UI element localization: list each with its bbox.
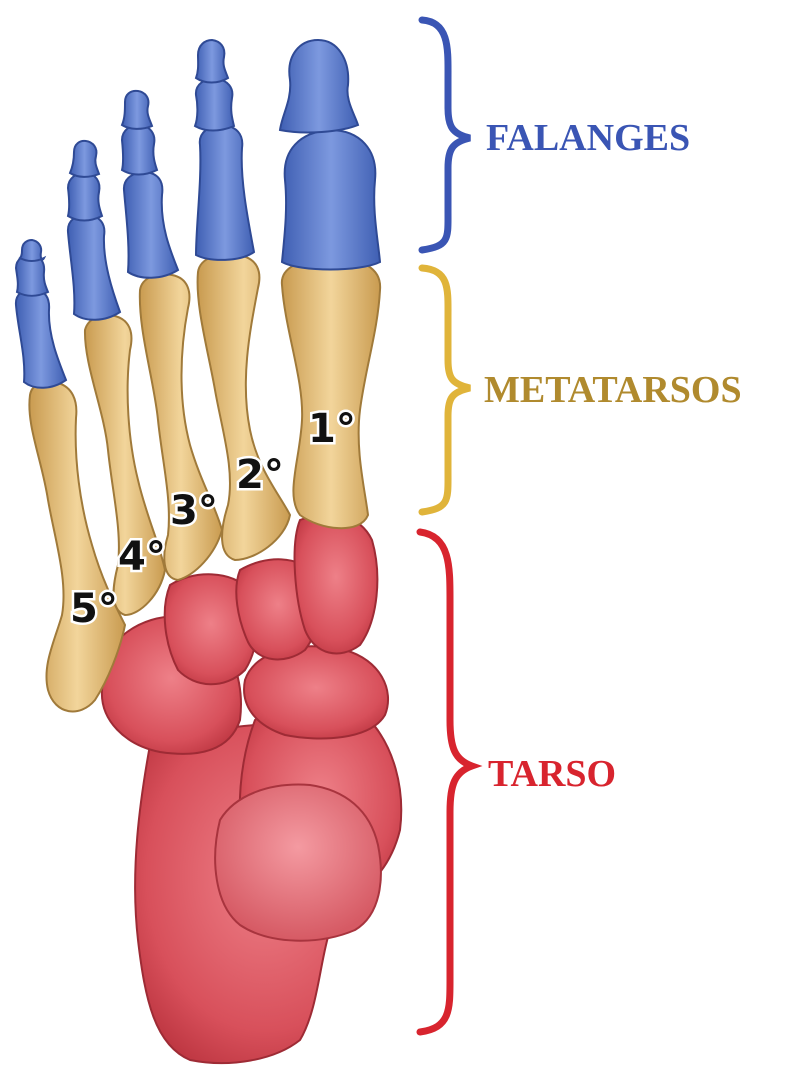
phalanx-4-distal (70, 141, 99, 177)
metatarsal-number-4-ink: 4° (118, 534, 166, 580)
falanges-label: FALANGES (486, 117, 690, 159)
phalanx-3-proximal (124, 172, 178, 278)
phalanx-2-proximal (196, 125, 254, 260)
metatarsos-label: METATARSOS (484, 369, 742, 411)
phalanx-4-middle (68, 173, 102, 221)
metatarsos-brace-icon (422, 268, 470, 512)
phalanx-1-proximal (282, 130, 380, 270)
metatarsal-number-2-ink: 2° (236, 452, 284, 498)
phalanx-4-proximal (68, 215, 120, 320)
phalanx-2-distal (196, 40, 228, 83)
phalanx-3-middle (122, 125, 157, 175)
tarso-label: TARSO (488, 753, 616, 795)
metatarsal-number-5-ink: 5° (70, 586, 118, 632)
phalanx-5-proximal (16, 289, 66, 388)
falanges-brace-icon (422, 20, 470, 250)
navicular (244, 646, 388, 738)
medial-cuneiform (295, 514, 378, 653)
brace-group (420, 20, 472, 1032)
metatarsal-1 (282, 258, 380, 528)
phalanx-2-middle (195, 79, 234, 131)
talus-articular-surface (215, 785, 381, 941)
metatarsal-number-1-ink: 1° (308, 406, 356, 452)
phalanx-5-distal (20, 240, 44, 261)
tarso-brace-icon (420, 532, 472, 1032)
phalanx-3-distal (122, 91, 152, 129)
phalanx-1-distal (280, 40, 358, 132)
metatarsal-number-3-ink: 3° (170, 488, 218, 534)
